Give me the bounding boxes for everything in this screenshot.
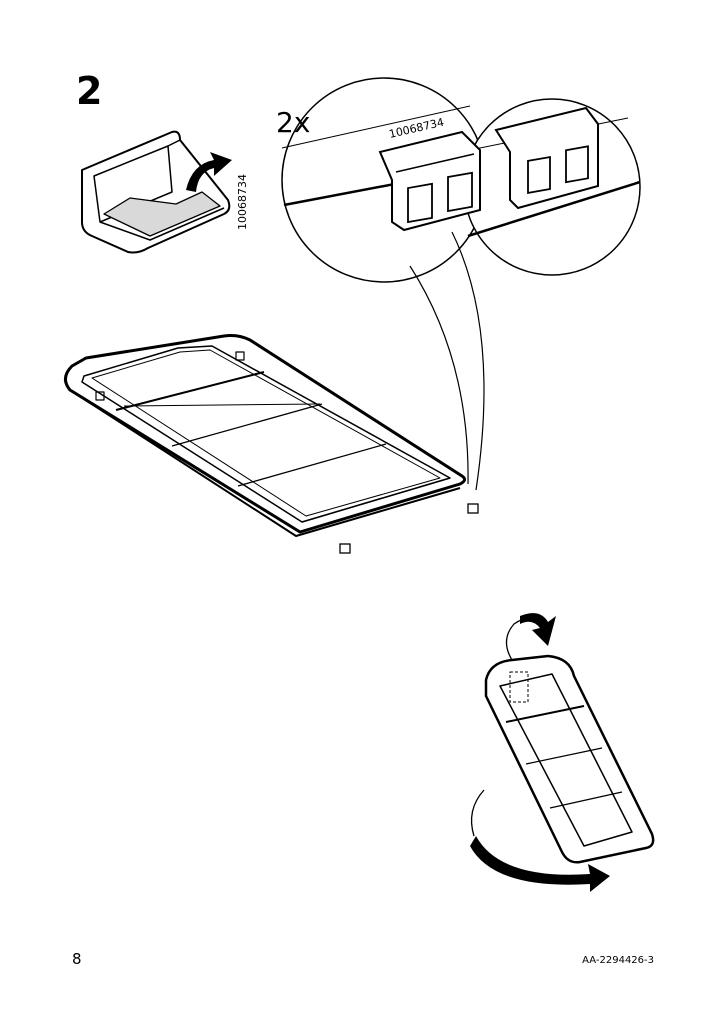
quantity-label: 2x [276,106,310,139]
box-illustration [81,130,231,254]
clip-parts [339,503,479,554]
frame-panel [64,334,467,537]
curved-arrow-icon [186,152,232,192]
fold-illustration [470,617,655,864]
detail-callout [281,77,641,491]
document-code: AA-2294426-3 [582,955,654,966]
step-number: 2 [76,69,103,113]
box-part-number: 10068734 [236,174,249,230]
page-number: 8 [72,950,82,968]
rotate-arrow-top-icon [520,613,556,646]
rotate-arrow-bottom-icon [470,836,610,892]
